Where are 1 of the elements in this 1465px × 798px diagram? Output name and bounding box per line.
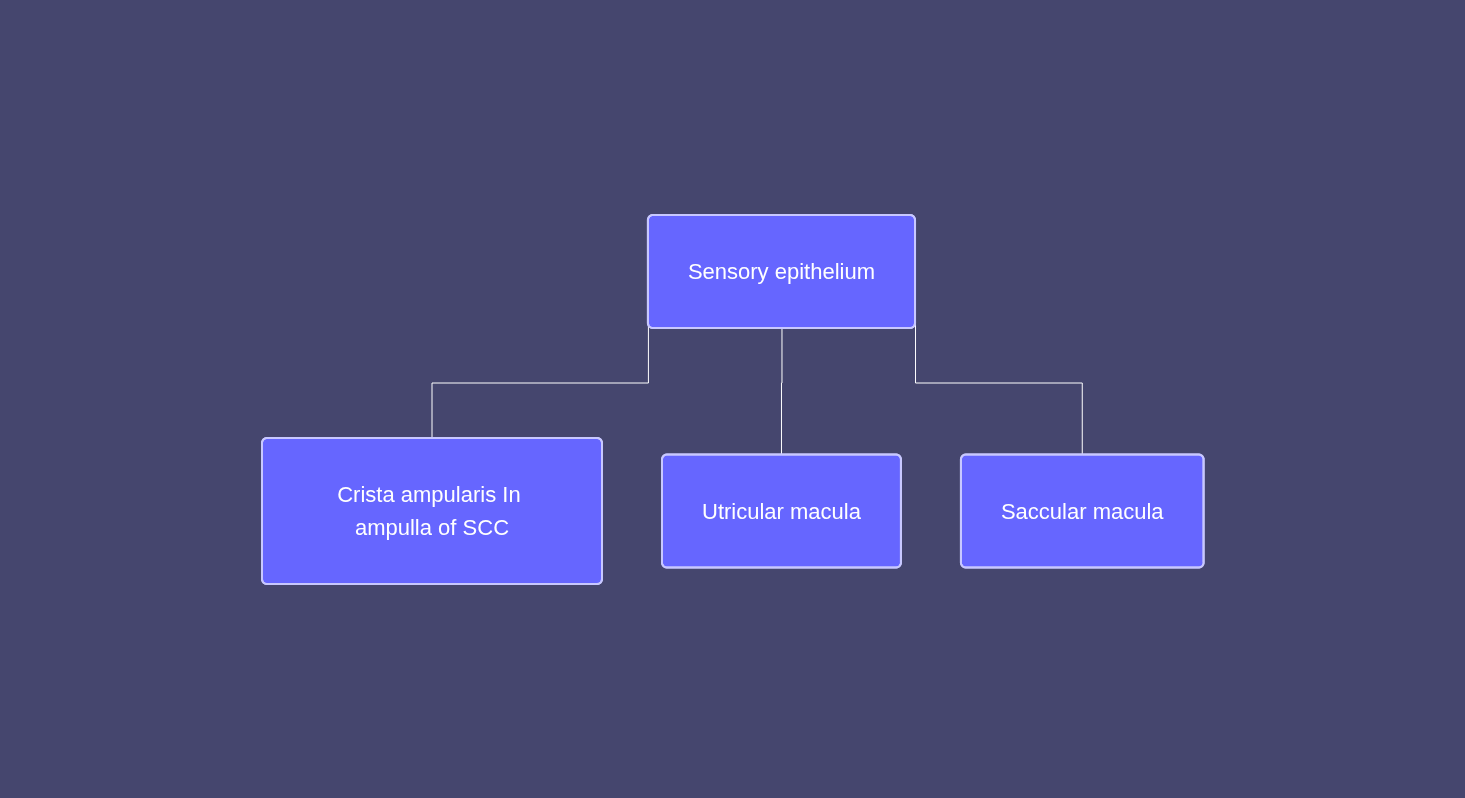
- connector: [780, 327, 783, 455]
